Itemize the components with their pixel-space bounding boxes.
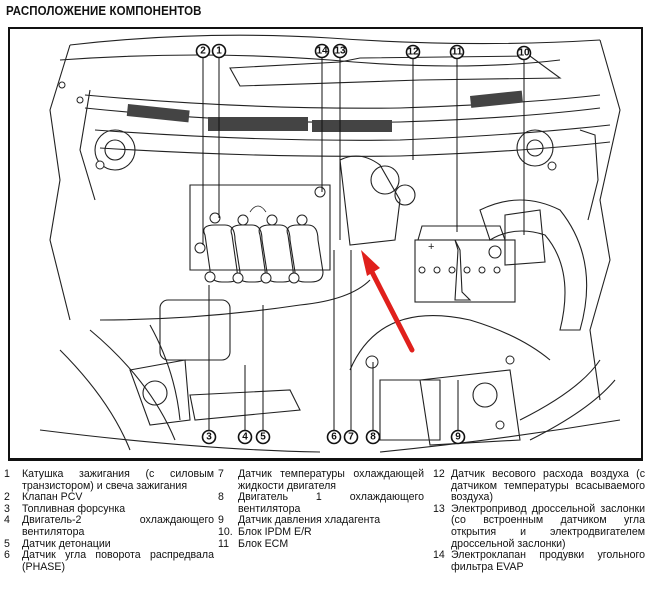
cowl-grille-right bbox=[312, 120, 392, 132]
callout-14: 14 bbox=[314, 43, 330, 59]
right-strut-tower bbox=[516, 39, 621, 401]
svg-text:1: 1 bbox=[216, 46, 222, 57]
svg-text:3: 3 bbox=[206, 432, 212, 443]
leader-lines bbox=[202, 58, 525, 437]
battery: + bbox=[414, 225, 516, 303]
callout-6: 6 bbox=[326, 429, 342, 445]
callout-9: 9 bbox=[450, 429, 466, 445]
callout-12: 12 bbox=[405, 44, 421, 60]
red-arrow-annotation bbox=[361, 250, 415, 353]
callout-7: 7 bbox=[343, 429, 359, 445]
cowl-grille-center bbox=[208, 117, 308, 131]
svg-text:4: 4 bbox=[242, 432, 248, 443]
air-intake-duct bbox=[339, 155, 588, 331]
radiator-support bbox=[39, 279, 621, 453]
svg-text:14: 14 bbox=[316, 46, 328, 57]
left-strut-tower bbox=[49, 44, 136, 321]
diagram-frame bbox=[8, 27, 643, 461]
svg-text:9: 9 bbox=[455, 432, 461, 443]
callout-8: 8 bbox=[365, 429, 381, 445]
svg-text:5: 5 bbox=[260, 432, 266, 443]
svg-text:11: 11 bbox=[452, 47, 463, 58]
callout-2: 2 bbox=[195, 43, 211, 59]
svg-text:6: 6 bbox=[331, 432, 337, 443]
cowl-panel bbox=[59, 34, 611, 157]
engine-intake-manifold bbox=[189, 184, 331, 284]
svg-text:8: 8 bbox=[370, 432, 376, 443]
svg-text:13: 13 bbox=[334, 46, 346, 57]
svg-text:12: 12 bbox=[407, 47, 419, 58]
svg-text:2: 2 bbox=[200, 46, 206, 57]
svg-text:10: 10 bbox=[518, 48, 530, 59]
cowl-grille-left bbox=[126, 104, 190, 123]
legend-item-10: 10.Блок IPDM E/R bbox=[218, 525, 312, 538]
callout-11: 11 bbox=[449, 44, 465, 60]
callout-3: 3 bbox=[201, 429, 217, 445]
callout-10: 10 bbox=[516, 45, 532, 61]
svg-text:+: + bbox=[428, 241, 434, 253]
callout-1: 1 bbox=[211, 43, 227, 59]
svg-text:7: 7 bbox=[348, 432, 354, 443]
callout-5: 5 bbox=[255, 429, 271, 445]
callout-4: 4 bbox=[237, 429, 253, 445]
callout-13: 13 bbox=[332, 43, 348, 59]
page-title: РАСПОЛОЖЕНИЕ КОМПОНЕНТОВ bbox=[6, 4, 202, 18]
cowl-grille-far-right bbox=[469, 90, 523, 108]
